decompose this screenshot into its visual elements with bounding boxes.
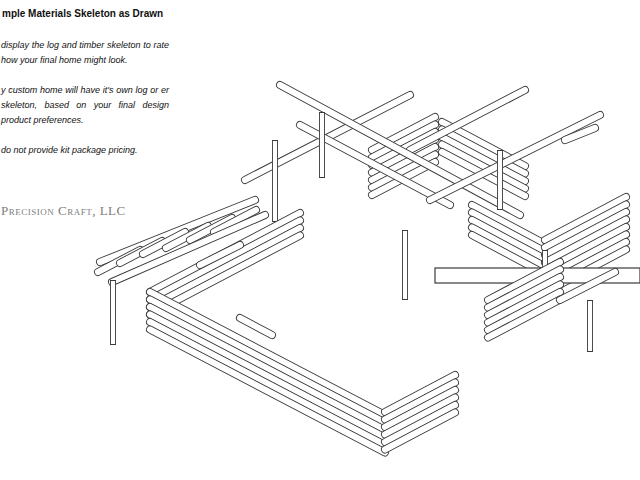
page-heading: mple Materials Skeleton as Drawn <box>2 8 163 19</box>
intro-paragraph: do not provide kit package pricing. <box>1 143 169 158</box>
company-watermark: Precision Craft, LLC <box>1 203 126 219</box>
intro-paragraph: display the log and timber skeleton to r… <box>1 38 169 68</box>
intro-paragraph: y custom home will have it's own log or … <box>1 83 169 128</box>
